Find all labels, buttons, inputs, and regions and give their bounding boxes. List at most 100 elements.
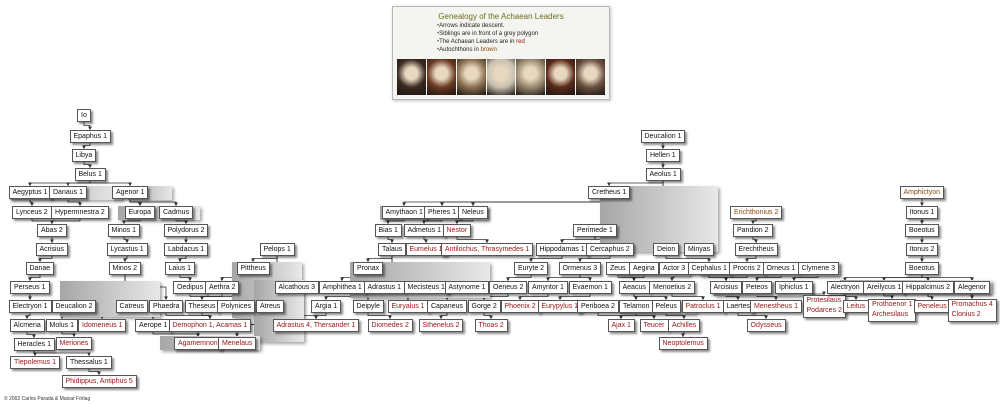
person-hippodamas: Hippodamas 1 — [535, 242, 589, 256]
person-peteos: Peteos — [742, 280, 772, 294]
person-nestor: Nestor — [442, 223, 472, 237]
person-polynices: Polynices — [217, 299, 255, 313]
person-evaemon: Evaemon 1 — [568, 280, 612, 294]
person-minyas: Minyas — [684, 242, 715, 256]
person-deucalion2: Deucalion 2 — [51, 299, 97, 313]
descent-arrow — [558, 293, 591, 301]
descent-arrow — [665, 255, 711, 263]
descent-arrow — [83, 161, 92, 169]
person-adrastus4: Adrastus 4, Thersander 1 — [272, 318, 360, 332]
person-agenor: Agenor 1 — [112, 185, 149, 199]
descent-arrow — [129, 198, 178, 207]
descent-arrow — [82, 142, 91, 150]
descent-arrow — [632, 274, 645, 282]
portrait-image — [486, 59, 516, 95]
legend-panel: Genealogy of the Achaean Leaders Arrows … — [392, 6, 610, 100]
person-deipyle: Deipyle — [352, 299, 384, 313]
person-catreus: Catreus — [115, 299, 149, 313]
person-talaus: Talaus — [378, 242, 407, 256]
descent-arrow — [61, 331, 76, 338]
person-thessalus: Thessalus 1 — [66, 355, 112, 369]
person-aegina: Aegina — [629, 261, 659, 275]
portrait-image — [426, 59, 456, 95]
portrait-image — [546, 59, 576, 95]
person-alcmena: Alcmena — [9, 318, 45, 332]
person-minos1: Minos 1 — [107, 223, 141, 237]
person-itonus1: Itonus 1 — [905, 205, 939, 219]
descent-arrow — [123, 255, 128, 263]
descent-arrow — [670, 274, 675, 282]
person-gorge: Gorge 2 — [467, 299, 501, 313]
descent-arrow — [165, 312, 212, 320]
person-polydorus: Polydorus 2 — [163, 223, 209, 237]
person-pronax: Pronax — [353, 261, 384, 275]
descent-arrow — [471, 198, 610, 207]
person-amphithea: Amphithea 1 — [318, 280, 366, 294]
descent-arrow — [89, 180, 132, 187]
person-phaedra: Phaedra — [149, 299, 184, 313]
descent-arrow — [50, 218, 81, 225]
person-deucalion1: Deucalion 1 — [640, 129, 686, 143]
person-perseus: Perseus 1 — [10, 280, 50, 294]
person-actor: Actor 3 — [659, 261, 690, 275]
legend-item: Arrows indicate descent. — [437, 22, 538, 30]
descent-arrow — [671, 293, 705, 301]
portrait-image — [397, 59, 426, 95]
descent-arrow — [26, 331, 36, 339]
copyright-notice: © 2002 Carlos Parada & Maicar Förlag — [4, 396, 91, 402]
person-theseus: Theseus — [184, 299, 220, 313]
person-cephalus: Cephalus 1 — [687, 261, 731, 275]
person-boeotus1: Boeotus — [905, 223, 939, 237]
person-eurypylus: Eurypylus 1 — [537, 299, 583, 313]
person-aegyptus: Aegyptus 1 — [8, 185, 52, 199]
person-aeacus: Aeacus — [618, 280, 650, 294]
descent-arrow — [83, 121, 92, 131]
person-capaneus: Capaneus — [427, 299, 467, 313]
person-alectryon: Alectryon — [826, 280, 864, 294]
descent-arrow — [681, 331, 685, 338]
descent-arrow — [883, 293, 894, 300]
person-clymene: Clymene 3 — [797, 261, 839, 275]
person-euryalus: Euryalus 1 — [387, 299, 429, 313]
person-molus: Molus 1 — [45, 318, 79, 332]
person-arcisius: Arcisius — [709, 280, 743, 294]
person-teucer: Teucer — [639, 318, 669, 332]
person-odysseus: Odysseus — [746, 318, 786, 332]
person-amphictyon: Amphictyon — [899, 185, 945, 199]
person-leitus: Leitus — [842, 299, 870, 313]
person-peneleus: Peneleus — [913, 299, 951, 313]
person-procris: Procris 2 — [729, 261, 765, 275]
person-hypermnestra: Hypermnestra 2 — [51, 205, 109, 219]
descent-arrow — [745, 255, 757, 263]
descent-arrow — [178, 255, 187, 263]
descent-arrow — [456, 236, 489, 244]
person-neoptolemus: Neoptolemus — [658, 336, 708, 350]
person-adrastus1: Adrastus 1 — [363, 280, 405, 294]
person-hippalcimus: Hippalcimus 2 — [902, 280, 954, 294]
descent-arrow — [179, 274, 192, 282]
descent-arrow — [921, 274, 974, 282]
person-oedipus: Oedipus — [173, 280, 208, 294]
descent-arrow — [123, 236, 129, 244]
portrait-image — [576, 59, 606, 95]
person-antilochus: Antilochus, Thrasymedes 1 — [441, 242, 534, 256]
descent-arrow — [665, 312, 686, 320]
person-aeolus: Aeolus 1 — [645, 167, 681, 181]
person-pheres: Pheres 1 — [424, 205, 461, 219]
person-iphiclus: Iphiclus 1 — [775, 280, 813, 294]
person-patroclus: Patroclus 1 — [681, 299, 725, 313]
person-erechtheus: Erechtheus — [734, 242, 778, 256]
person-thoas: Thoas 2 — [474, 318, 508, 332]
person-amyntor: Amyntor 1 — [528, 280, 568, 294]
person-oeneus: Oeneus 2 — [489, 280, 528, 294]
person-hellen: Hellen 1 — [646, 148, 680, 162]
person-itonus2: Itonus 2 — [905, 242, 939, 256]
person-aethra: Aethra 2 — [205, 280, 240, 294]
descent-arrow — [25, 312, 31, 320]
person-areilycus: Areilycus 1 — [863, 280, 906, 294]
person-belus: Belus 1 — [74, 167, 106, 181]
person-lynceus: Lynceus 2 — [12, 205, 52, 219]
